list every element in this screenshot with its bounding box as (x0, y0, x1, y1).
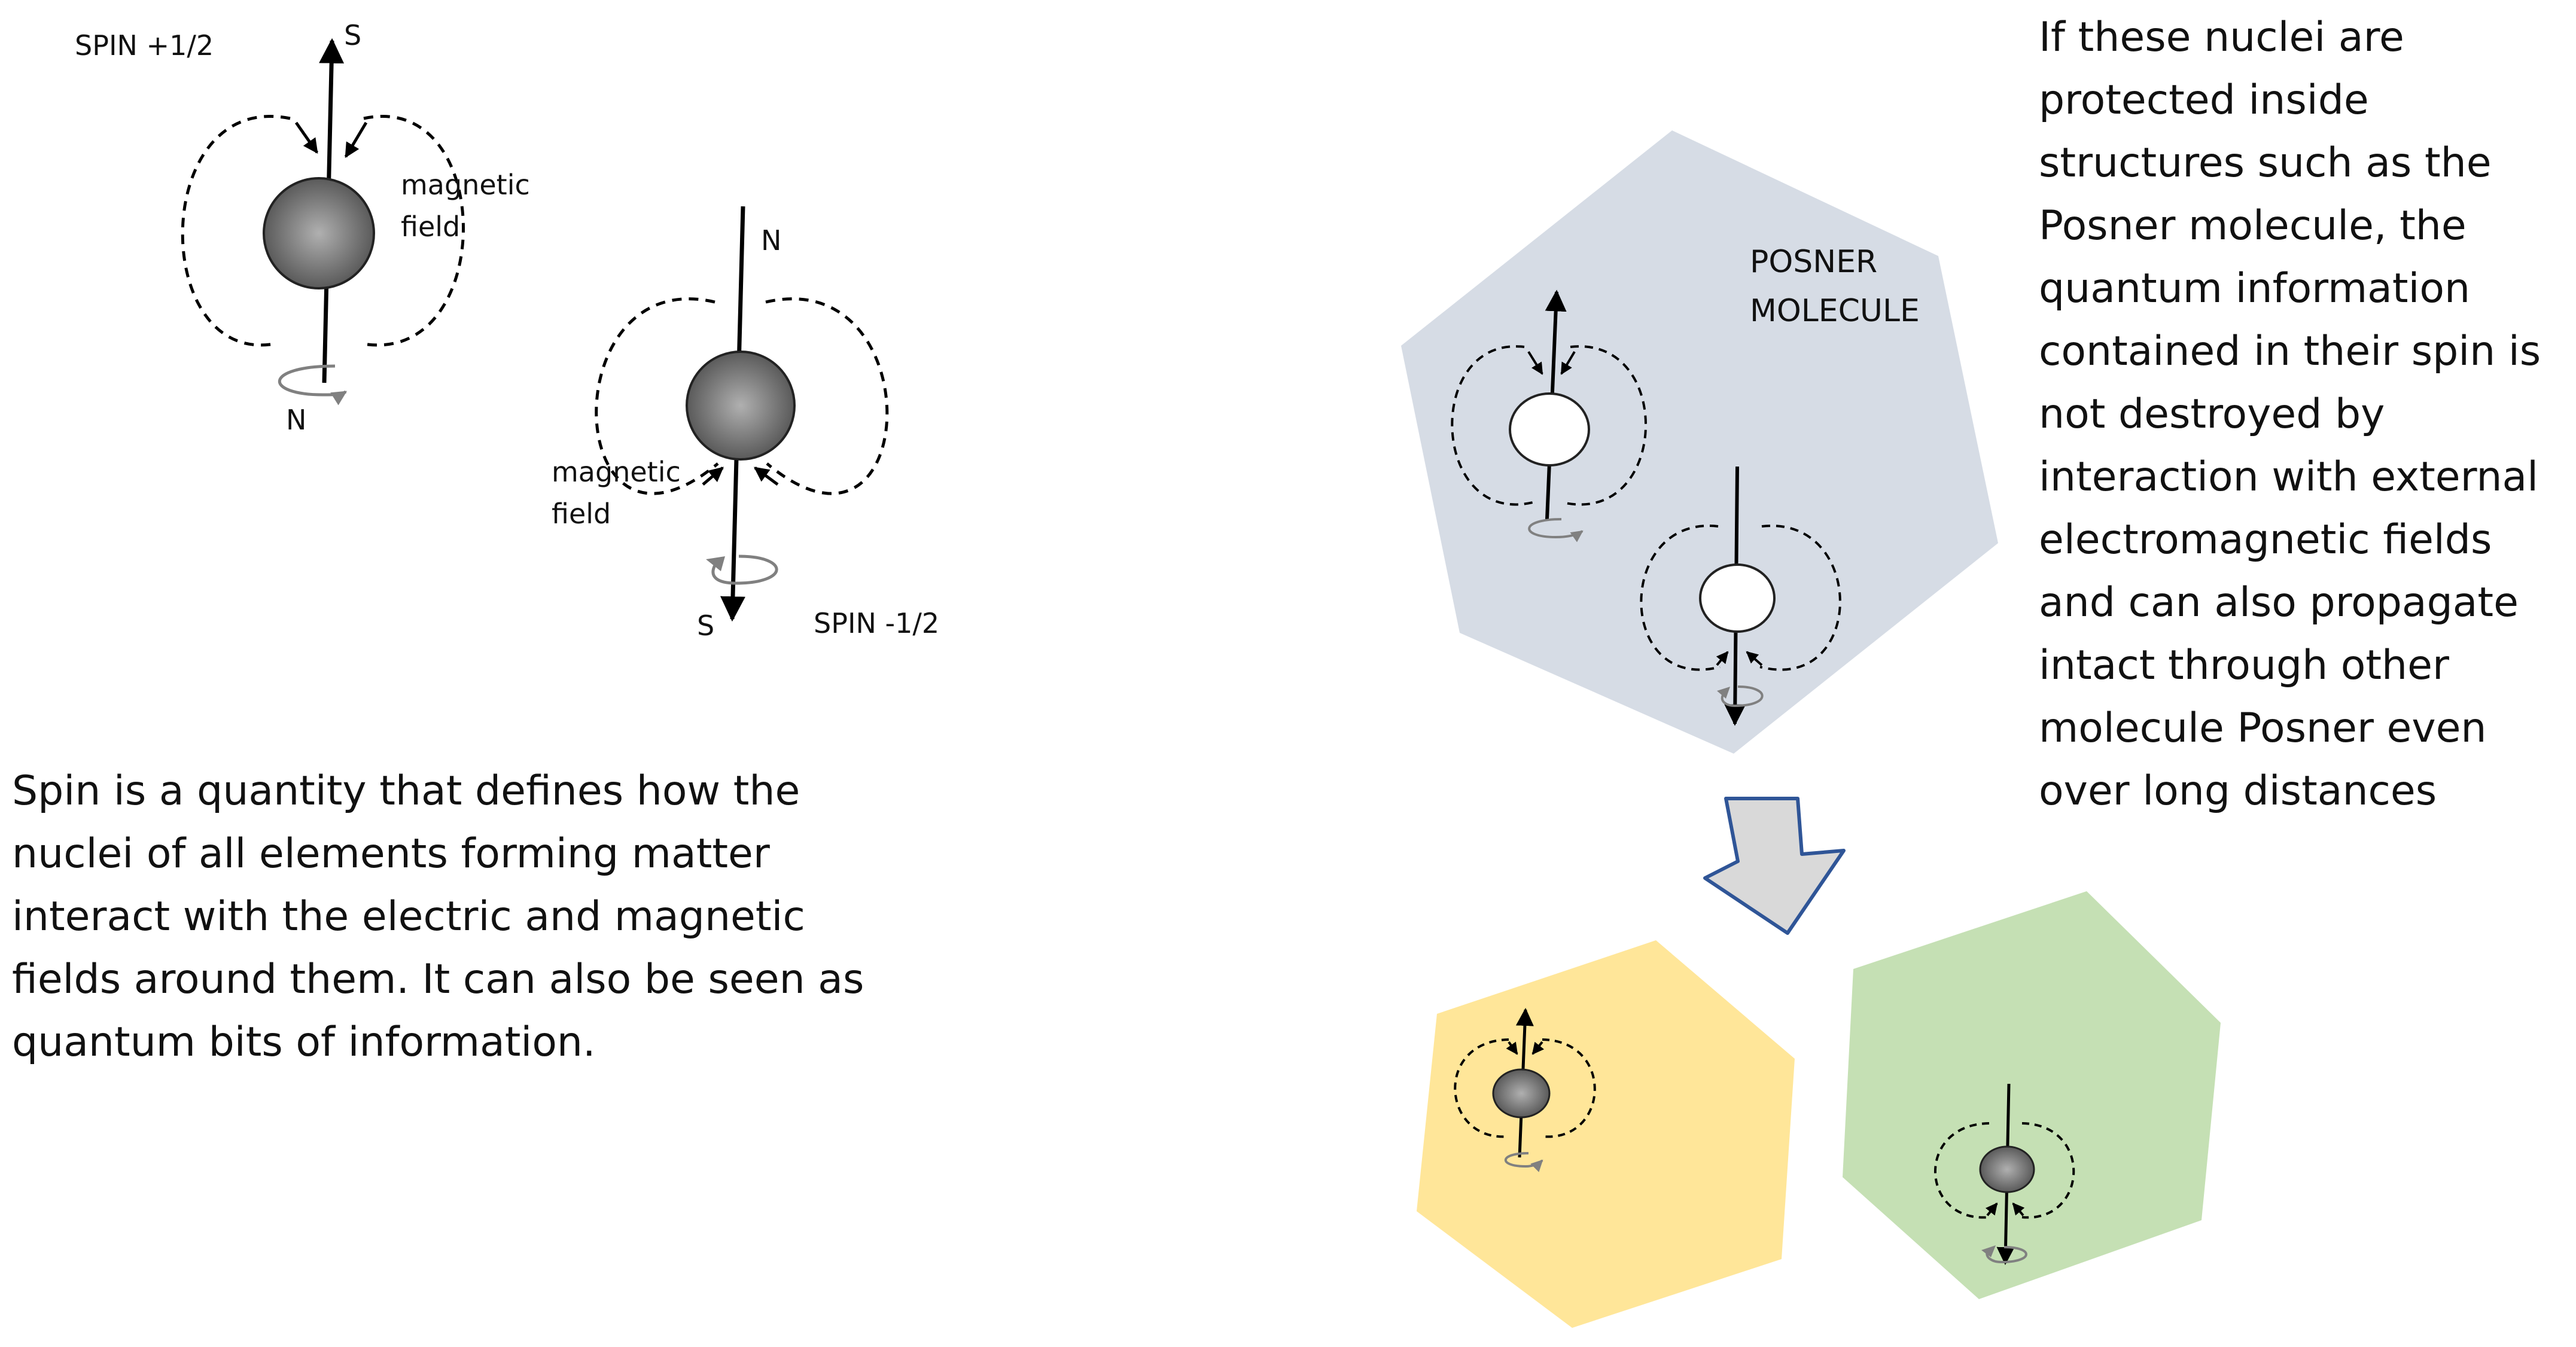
posner-label-line1: POSNER (1750, 244, 1877, 280)
text-line: protected inside (2039, 77, 2369, 124)
nucleus (263, 177, 375, 289)
field-line-left (181, 115, 291, 347)
text-line: molecule Posner even (2039, 705, 2487, 752)
field-line-right (363, 115, 465, 347)
pole-n-label: N (761, 224, 781, 257)
text-line: nuclei of all elements forming matter (12, 830, 770, 877)
nucleus (1979, 1145, 2035, 1193)
rotation-arrow (278, 364, 348, 406)
spin-up-label: SPIN +1/2 (75, 29, 214, 62)
text-line: electromagnetic fields (2039, 516, 2492, 563)
yellow-molecule (1417, 940, 1795, 1328)
field-line-left (595, 297, 719, 495)
posner-molecule: POSNER MOLECULE (1401, 130, 1998, 754)
text-line: fields around them. It can also be seen … (12, 956, 864, 1003)
nucleus-spin-down: N S SPIN -1/2 magnetic field (552, 206, 939, 642)
pole-n-label: N (286, 404, 306, 436)
protected-nucleus-1 (1451, 289, 1648, 543)
magnetic-label: magnetic (401, 169, 530, 201)
text-line: interact with the electric and magnetic (12, 893, 805, 940)
posner-explanation-text: If these nuclei are protected inside str… (2039, 6, 2541, 822)
spin-explanation-text: Spin is a quantity that defines how the … (12, 760, 864, 1074)
spin-down-label: SPIN -1/2 (814, 607, 939, 639)
nucleus-spin-up: SPIN +1/2 S N magnetic field (75, 19, 530, 436)
green-molecule (1843, 891, 2221, 1299)
text-line: Spin is a quantity that defines how the (12, 767, 800, 815)
pole-s-label: S (344, 19, 361, 51)
text-line: intact through other (2039, 642, 2449, 689)
text-line: Posner molecule, the (2039, 202, 2467, 249)
text-line: quantum bits of information. (12, 1019, 596, 1066)
text-line: If these nuclei are (2039, 14, 2404, 61)
field-label: field (401, 211, 460, 243)
text-line: not destroyed by (2039, 391, 2385, 438)
posner-label-line2: MOLECULE (1750, 293, 1920, 329)
text-line: interaction with external (2039, 453, 2539, 501)
text-line: and can also propagate (2039, 579, 2519, 626)
green-hexagon (1843, 891, 2221, 1299)
pole-s-label: S (697, 609, 714, 642)
nucleus (1699, 563, 1776, 633)
text-line: contained in their spin is (2039, 328, 2541, 375)
transition-arrow (1703, 797, 1846, 935)
field-line-right (765, 297, 889, 495)
yellow-hexagon (1417, 940, 1795, 1328)
field-label: field (552, 498, 611, 530)
magnetic-label: magnetic (552, 456, 681, 488)
nucleus (1509, 392, 1590, 467)
text-line: over long distances (2039, 767, 2437, 815)
nucleus (1492, 1068, 1551, 1119)
posner-hexagon (1401, 130, 1998, 754)
protected-nucleus-2 (1640, 466, 1841, 726)
text-line: structures such as the (2039, 139, 2492, 187)
nucleus (686, 351, 796, 461)
rotation-arrow (711, 554, 778, 585)
text-line: quantum information (2039, 265, 2471, 312)
